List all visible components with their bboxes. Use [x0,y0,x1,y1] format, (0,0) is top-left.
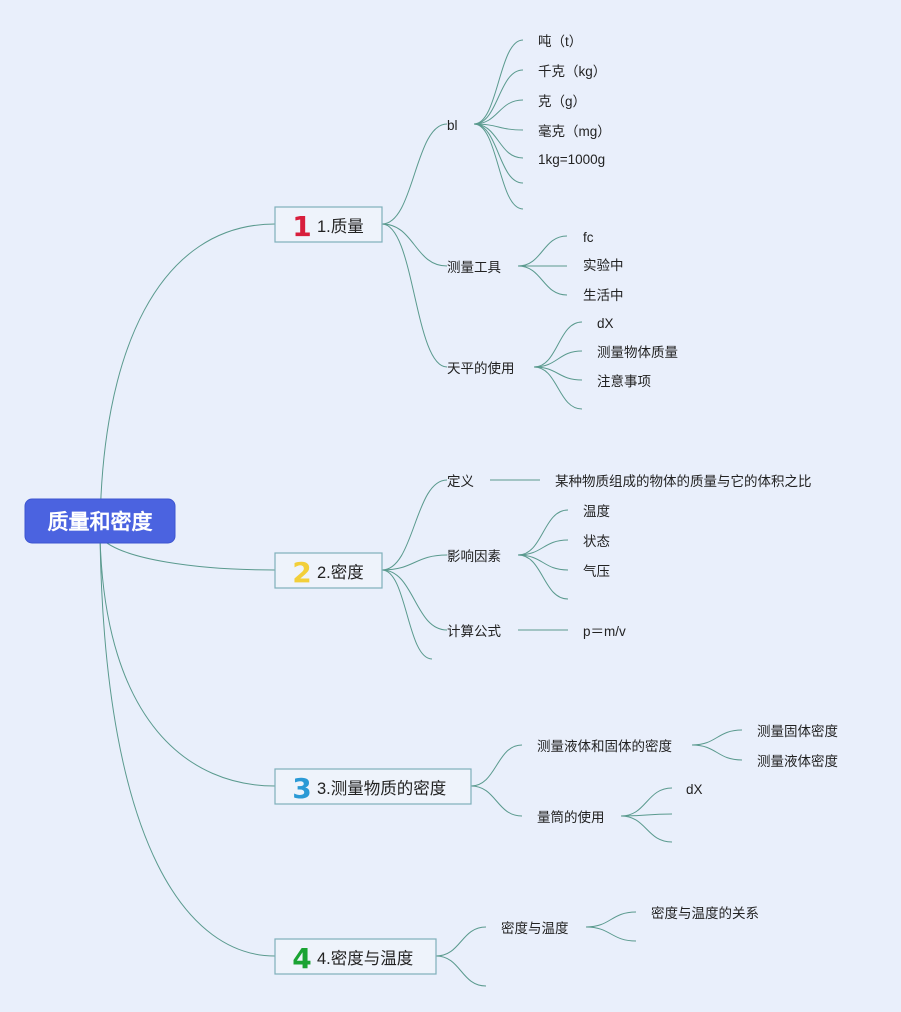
connector-24 [517,554,569,600]
connector-21 [517,509,569,556]
leaf-in-experiment[interactable]: 实验中 [583,258,624,273]
connector-16 [533,366,583,410]
leaf-definition-text[interactable]: 某种物质组成的物体的质量与它的体积之比 [555,473,812,489]
number-badge-3: 3 [292,772,311,805]
connector-30 [620,813,673,817]
branch-node-mass[interactable]: 1 1.质量 [274,206,383,243]
topic-units[interactable]: bl [447,118,458,133]
connector-33 [435,955,487,987]
connector-1 [381,223,448,267]
connector-2 [381,223,448,368]
connector-3 [473,39,524,125]
branch-label-mass: 1.质量 [317,217,364,236]
topic-formula[interactable]: 计算公式 [447,624,501,639]
connector-32 [435,926,487,957]
connector-7 [473,123,524,159]
connector-23 [517,554,569,571]
topic-influencing-factors[interactable]: 影响因素 [447,549,501,564]
root-label: 质量和密度 [48,510,153,534]
branch-label-density-temperature: 4.密度与温度 [317,949,413,968]
connector-17 [381,479,448,571]
number-badge-4: 4 [292,942,311,975]
leaf-conversion[interactable]: 1kg=1000g [538,152,605,167]
leaf-dx-balance[interactable]: dX [597,316,614,331]
leaf-precautions[interactable]: 注意事项 [597,373,651,389]
connector-22 [517,539,569,556]
branch-node-density-temperature[interactable]: 4 4.密度与温度 [274,938,437,975]
connector-27 [691,729,743,746]
connector-root-branch-1 [99,223,276,538]
topic-definition[interactable]: 定义 [447,474,474,489]
leaf-in-daily-life[interactable]: 生活中 [583,288,624,303]
root-node[interactable]: 质量和密度 [24,498,176,544]
connector-0 [381,123,448,225]
leaf-ton[interactable]: 吨（t） [538,34,582,49]
leaf-formula[interactable]: p＝m/v [583,624,626,639]
leaf-kilogram[interactable]: 千克（kg） [538,64,606,79]
topic-liquid-solid-density[interactable]: 测量液体和固体的密度 [537,738,672,754]
connector-13 [533,321,583,368]
number-badge-1: 1 [292,210,311,243]
leaf-solid-density[interactable]: 测量固体密度 [757,723,838,739]
branch-node-measure-density[interactable]: 3 3.测量物质的密度 [274,768,472,805]
branch-node-density[interactable]: 2 2.密度 [274,552,383,589]
leaf-fc[interactable]: fc [583,230,594,245]
connector-root-branch-4 [99,536,276,957]
leaf-air-pressure[interactable]: 气压 [583,564,610,579]
connector-34 [585,911,637,928]
connector-28 [691,744,743,761]
branch-label-density: 2.密度 [317,563,364,582]
connector-14 [533,350,583,368]
number-badge-2: 2 [292,556,311,589]
connector-26 [470,785,523,817]
leaf-density-temperature-relation[interactable]: 密度与温度的关系 [651,905,759,921]
connector-20 [381,569,433,660]
connector-root-branch-3 [99,536,276,787]
leaf-measure-mass[interactable]: 测量物体质量 [597,345,678,360]
connector-9 [473,123,524,210]
topic-measuring-tools[interactable]: 测量工具 [447,260,501,275]
connector-25 [470,744,523,787]
connector-31 [620,815,673,843]
connector-4 [473,69,524,125]
connector-18 [381,554,448,571]
connector-5 [473,99,524,125]
connector-12 [517,265,568,296]
leaf-milligram[interactable]: 毫克（mg） [538,123,611,139]
leaf-state[interactable]: 状态 [583,534,610,549]
connector-10 [517,235,568,267]
leaf-gram[interactable]: 克（g） [538,94,586,109]
topic-balance-usage[interactable]: 天平的使用 [447,360,515,376]
connector-root-branch-2 [99,536,276,571]
leaf-dx-cylinder[interactable]: dX [686,782,703,797]
connector-8 [473,123,524,184]
leaf-temperature[interactable]: 温度 [583,504,610,519]
branch-label-measure-density: 3.测量物质的密度 [317,779,446,798]
topic-density-temperature[interactable]: 密度与温度 [501,920,569,936]
connector-lines [99,39,743,987]
topic-graduated-cylinder[interactable]: 量筒的使用 [537,809,605,825]
connector-35 [585,926,637,942]
connector-29 [620,787,673,817]
connector-19 [381,569,448,631]
leaf-liquid-density[interactable]: 测量液体密度 [757,753,838,769]
